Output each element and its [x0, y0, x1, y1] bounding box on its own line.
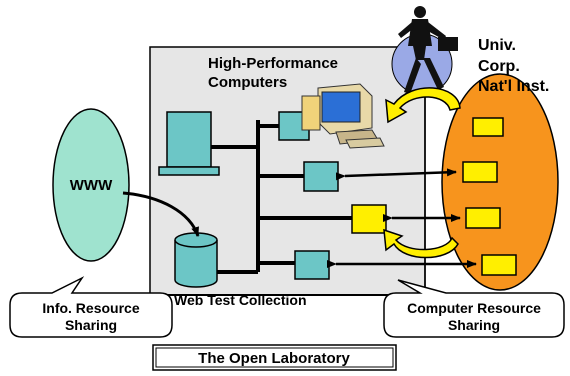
info-sharing-callout: Info. Resource Sharing: [9, 276, 173, 338]
diagram-title: The Open Laboratory: [198, 350, 350, 367]
hpc-label-line1: High-Performance: [208, 55, 338, 72]
resource-box-2: [462, 161, 498, 183]
compute-node-2: [303, 161, 339, 192]
computer-sharing-callout: Computer Resource Sharing: [383, 279, 565, 338]
computer-sharing-line2: Sharing: [448, 317, 500, 333]
www-label: WWW: [70, 177, 113, 194]
info-sharing-line2: Sharing: [65, 317, 117, 333]
server-node: [158, 111, 220, 176]
compute-node-4: [294, 250, 330, 280]
www-ellipse: [52, 108, 130, 262]
affiliation-univ: Univ.: [478, 37, 516, 54]
walking-businessman-icon: [398, 6, 458, 94]
resource-box-1: [472, 117, 504, 137]
compute-node-3: [351, 204, 387, 234]
title-box: The Open Laboratory: [152, 344, 397, 371]
info-sharing-line1: Info. Resource: [42, 300, 139, 316]
transfer-arrow-lower: [383, 228, 459, 259]
www-to-database-arrow: [122, 191, 200, 237]
desktop-computer-icon: [301, 83, 385, 149]
affiliation-corp: Corp.: [478, 58, 520, 75]
web-collection-label: Web Test Collection: [174, 292, 307, 308]
affiliation-natl-inst: Nat'l Inst.: [478, 78, 549, 95]
computer-sharing-line1: Computer Resource: [407, 300, 541, 316]
database-cylinder-icon: [174, 232, 218, 288]
resource-box-4: [481, 254, 517, 276]
link-arrows: [327, 168, 477, 268]
transfer-arrow-upper: [385, 87, 461, 124]
hpc-label-line2: Computers: [208, 74, 287, 91]
resource-box-3: [465, 207, 501, 229]
institutions-ellipse: [441, 73, 559, 291]
